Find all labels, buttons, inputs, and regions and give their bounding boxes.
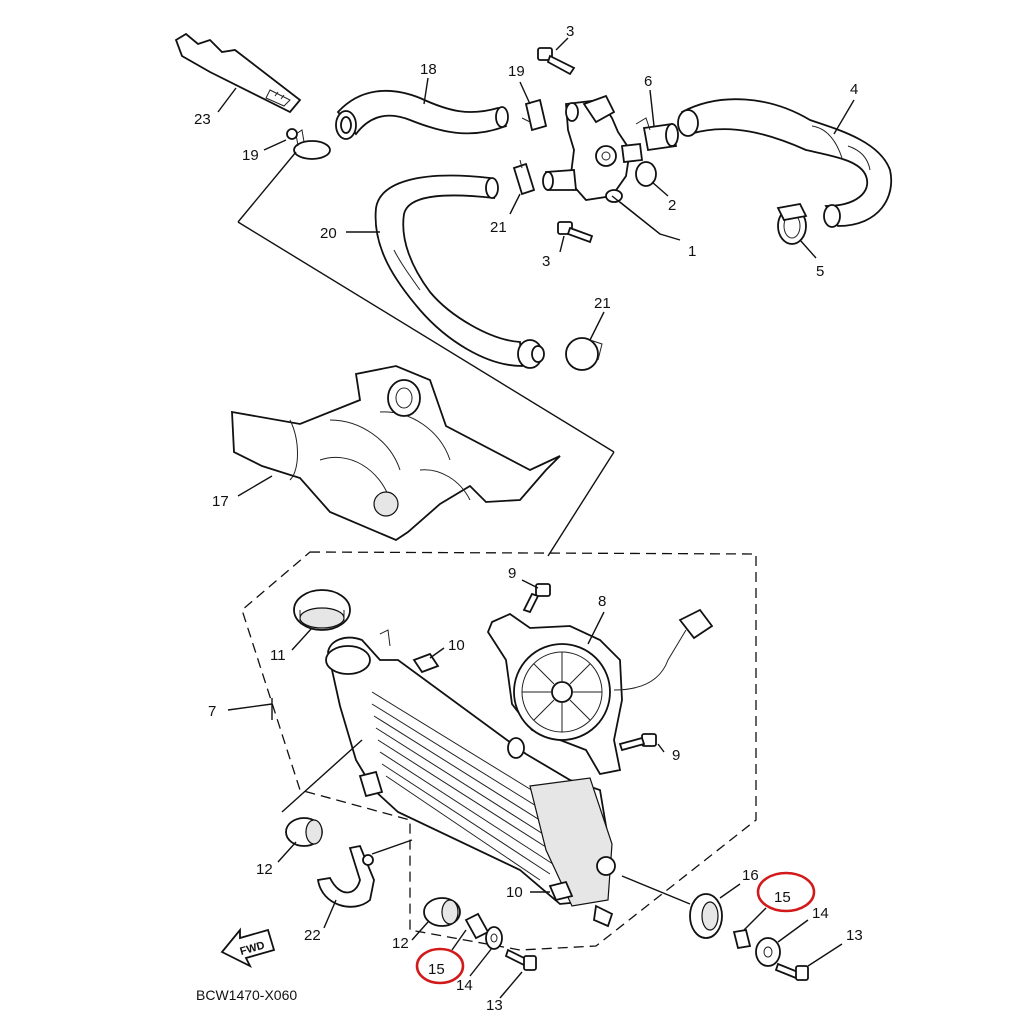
label-23: 23 [194, 111, 211, 128]
radiator-assembly-boundary [241, 551, 757, 951]
label-7: 7 [208, 703, 216, 720]
label-8: 8 [598, 593, 606, 610]
diagram-code: BCW1470-X060 [196, 987, 297, 1003]
part-16-grommet-right [689, 893, 723, 939]
part-10-nut-lower [548, 880, 574, 902]
label-13-bottom: 13 [486, 997, 503, 1014]
label-19-upper: 19 [508, 63, 525, 80]
label-10-lower: 10 [506, 884, 523, 901]
label-17: 17 [212, 493, 229, 510]
part-10-nut-upper [412, 652, 440, 674]
part-4-hose [677, 98, 892, 228]
label-15-right: 15 [774, 889, 791, 906]
part-13-bolt-right [774, 962, 809, 981]
label-9-lower: 9 [672, 747, 680, 764]
part-19-clamp-left [286, 128, 331, 160]
label-21-upper: 21 [490, 219, 507, 236]
label-12-bottom: 12 [392, 935, 409, 952]
part-17-shroud [231, 365, 561, 542]
part-9-bolt-upper [522, 583, 551, 614]
part-20-hose [374, 174, 545, 369]
label-13-right: 13 [846, 927, 863, 944]
label-5: 5 [816, 263, 824, 280]
part-22-bracket [316, 844, 375, 908]
label-6: 6 [644, 73, 652, 90]
label-22: 22 [304, 927, 321, 944]
label-19-lower: 19 [242, 147, 259, 164]
label-14-right: 14 [812, 905, 829, 922]
part-12-grommet-bottom [423, 897, 461, 927]
label-18: 18 [420, 61, 437, 78]
label-21-lower: 21 [594, 295, 611, 312]
part-1-thermostat-housing [542, 94, 644, 203]
part-18-hose [335, 89, 509, 140]
part-9-bolt-lower [618, 733, 657, 752]
part-21-clamp-lower [565, 337, 603, 371]
part-3-bolt-top [537, 47, 576, 76]
radiator-guide-lines [281, 739, 691, 905]
part-14-washer-right [755, 937, 781, 967]
part-6-hose-fitting [635, 117, 679, 152]
label-2: 2 [668, 197, 676, 214]
label-11: 11 [270, 647, 286, 664]
part-19-clamp-right [521, 98, 548, 132]
label-1: 1 [688, 243, 696, 260]
part-3-bolt-bottom [557, 221, 594, 244]
part-14-washer-bottom [485, 926, 503, 950]
part-21-clamp-upper [512, 159, 536, 196]
part-8-fan [486, 608, 714, 776]
part-5-clamp [776, 202, 808, 245]
part-23-label-sticker [174, 32, 302, 114]
part-15-collar-right [732, 928, 752, 950]
part-15-highlights [415, 871, 816, 985]
label-3-lower: 3 [542, 253, 550, 270]
part-7-radiator [325, 629, 616, 928]
part-12-grommet-left [285, 817, 323, 847]
highlight-circle-right [756, 871, 816, 913]
part-15-collar-bottom [464, 912, 490, 940]
label-3-upper: 3 [566, 23, 574, 40]
label-12-left: 12 [256, 861, 273, 878]
label-15-bottom: 15 [428, 961, 445, 978]
label-20: 20 [320, 225, 337, 242]
label-16: 16 [742, 867, 759, 884]
label-9-upper: 9 [508, 565, 516, 582]
top-guide-lines [237, 151, 615, 557]
leader-lines [217, 37, 855, 999]
fwd-arrow-icon: FWD [220, 927, 276, 969]
label-14-bottom: 14 [456, 977, 473, 994]
label-4: 4 [850, 81, 858, 98]
part-labels: 23 18 19 19 3 3 6 4 2 1 5 20 21 21 17 9 … [194, 23, 863, 1014]
part-11-radiator-cap [293, 589, 351, 631]
highlight-circle-bottom [415, 947, 465, 985]
label-10-upper: 10 [448, 637, 465, 654]
part-13-bolt-bottom [504, 948, 537, 971]
part-2-o-ring [635, 161, 657, 187]
